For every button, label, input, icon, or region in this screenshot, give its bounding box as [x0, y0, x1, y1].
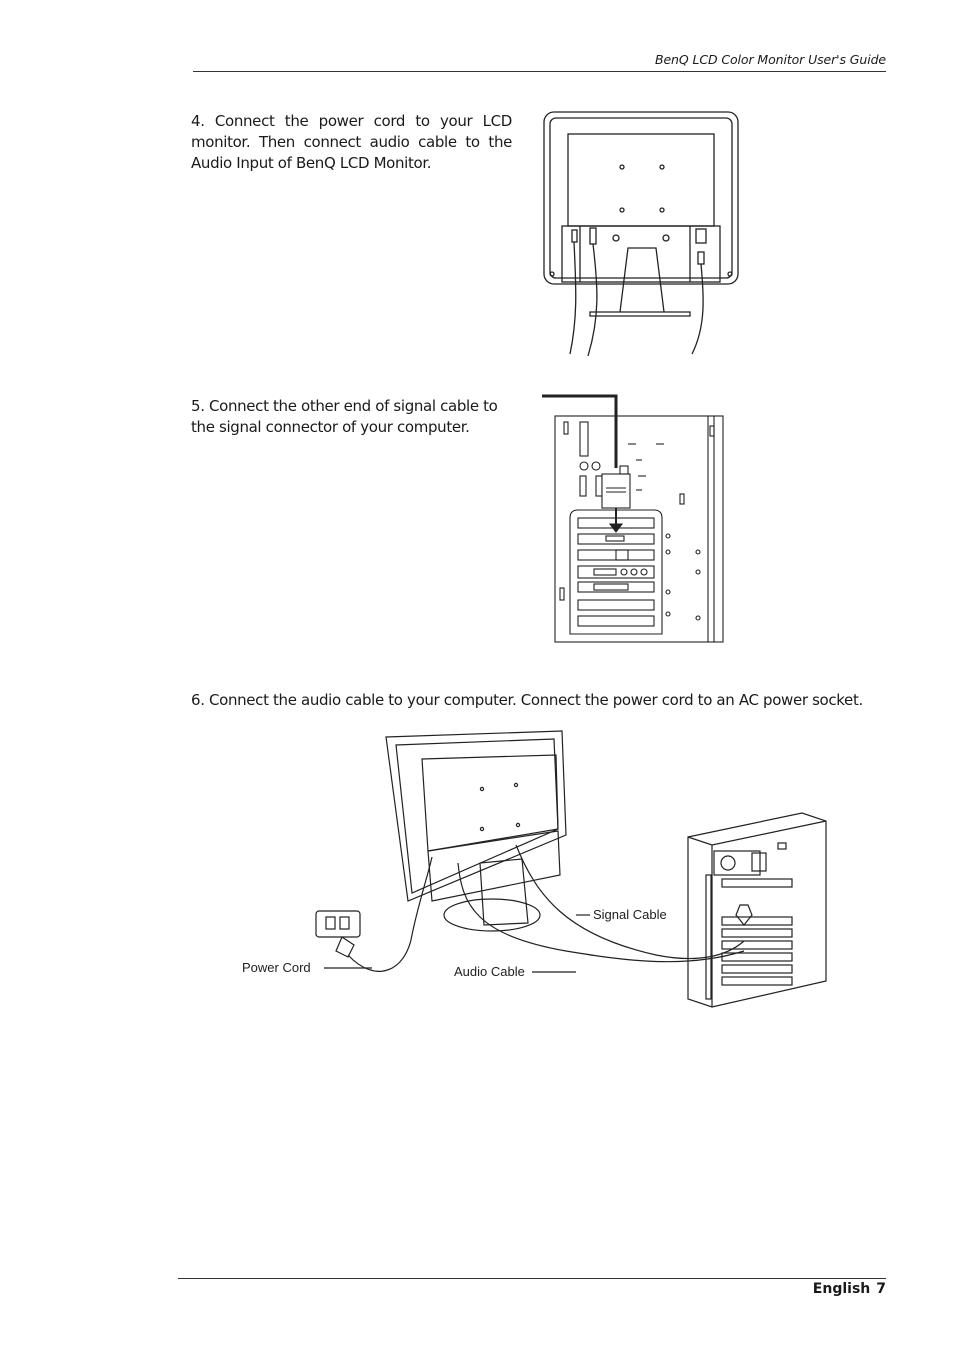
monitor-stand [479, 858, 529, 926]
page-header-title: BenQ LCD Color Monitor User's Guide [654, 52, 886, 67]
monitor-outline [385, 730, 567, 902]
header-rule [193, 71, 886, 72]
page-footer: English 7 [807, 1281, 886, 1297]
page-number: 7 [876, 1281, 886, 1297]
connection-overview-illustration: Signal Cable Power Cord Audio Cable [242, 730, 827, 1008]
power-cord-line [347, 856, 433, 972]
audio-cable-label: Audio Cable [454, 964, 525, 979]
audio-cable-line [457, 862, 745, 963]
wall-socket [315, 910, 361, 938]
signal-cable-label: Signal Cable [593, 907, 667, 922]
step-6-text: 6. Connect the audio cable to your compu… [191, 691, 863, 709]
signal-cable-line [515, 844, 745, 960]
power-cord-label: Power Cord [242, 960, 311, 975]
footer-rule [178, 1278, 886, 1279]
computer-case [687, 812, 827, 1008]
footer-language: English [812, 1281, 871, 1297]
computer-rear-panel-illustration [542, 394, 724, 643]
step-4-text: 4. Connect the power cord to your LCD mo… [191, 112, 512, 172]
step-5-text: 5. Connect the other end of signal cable… [191, 397, 498, 436]
monitor-back-illustration [543, 111, 739, 357]
